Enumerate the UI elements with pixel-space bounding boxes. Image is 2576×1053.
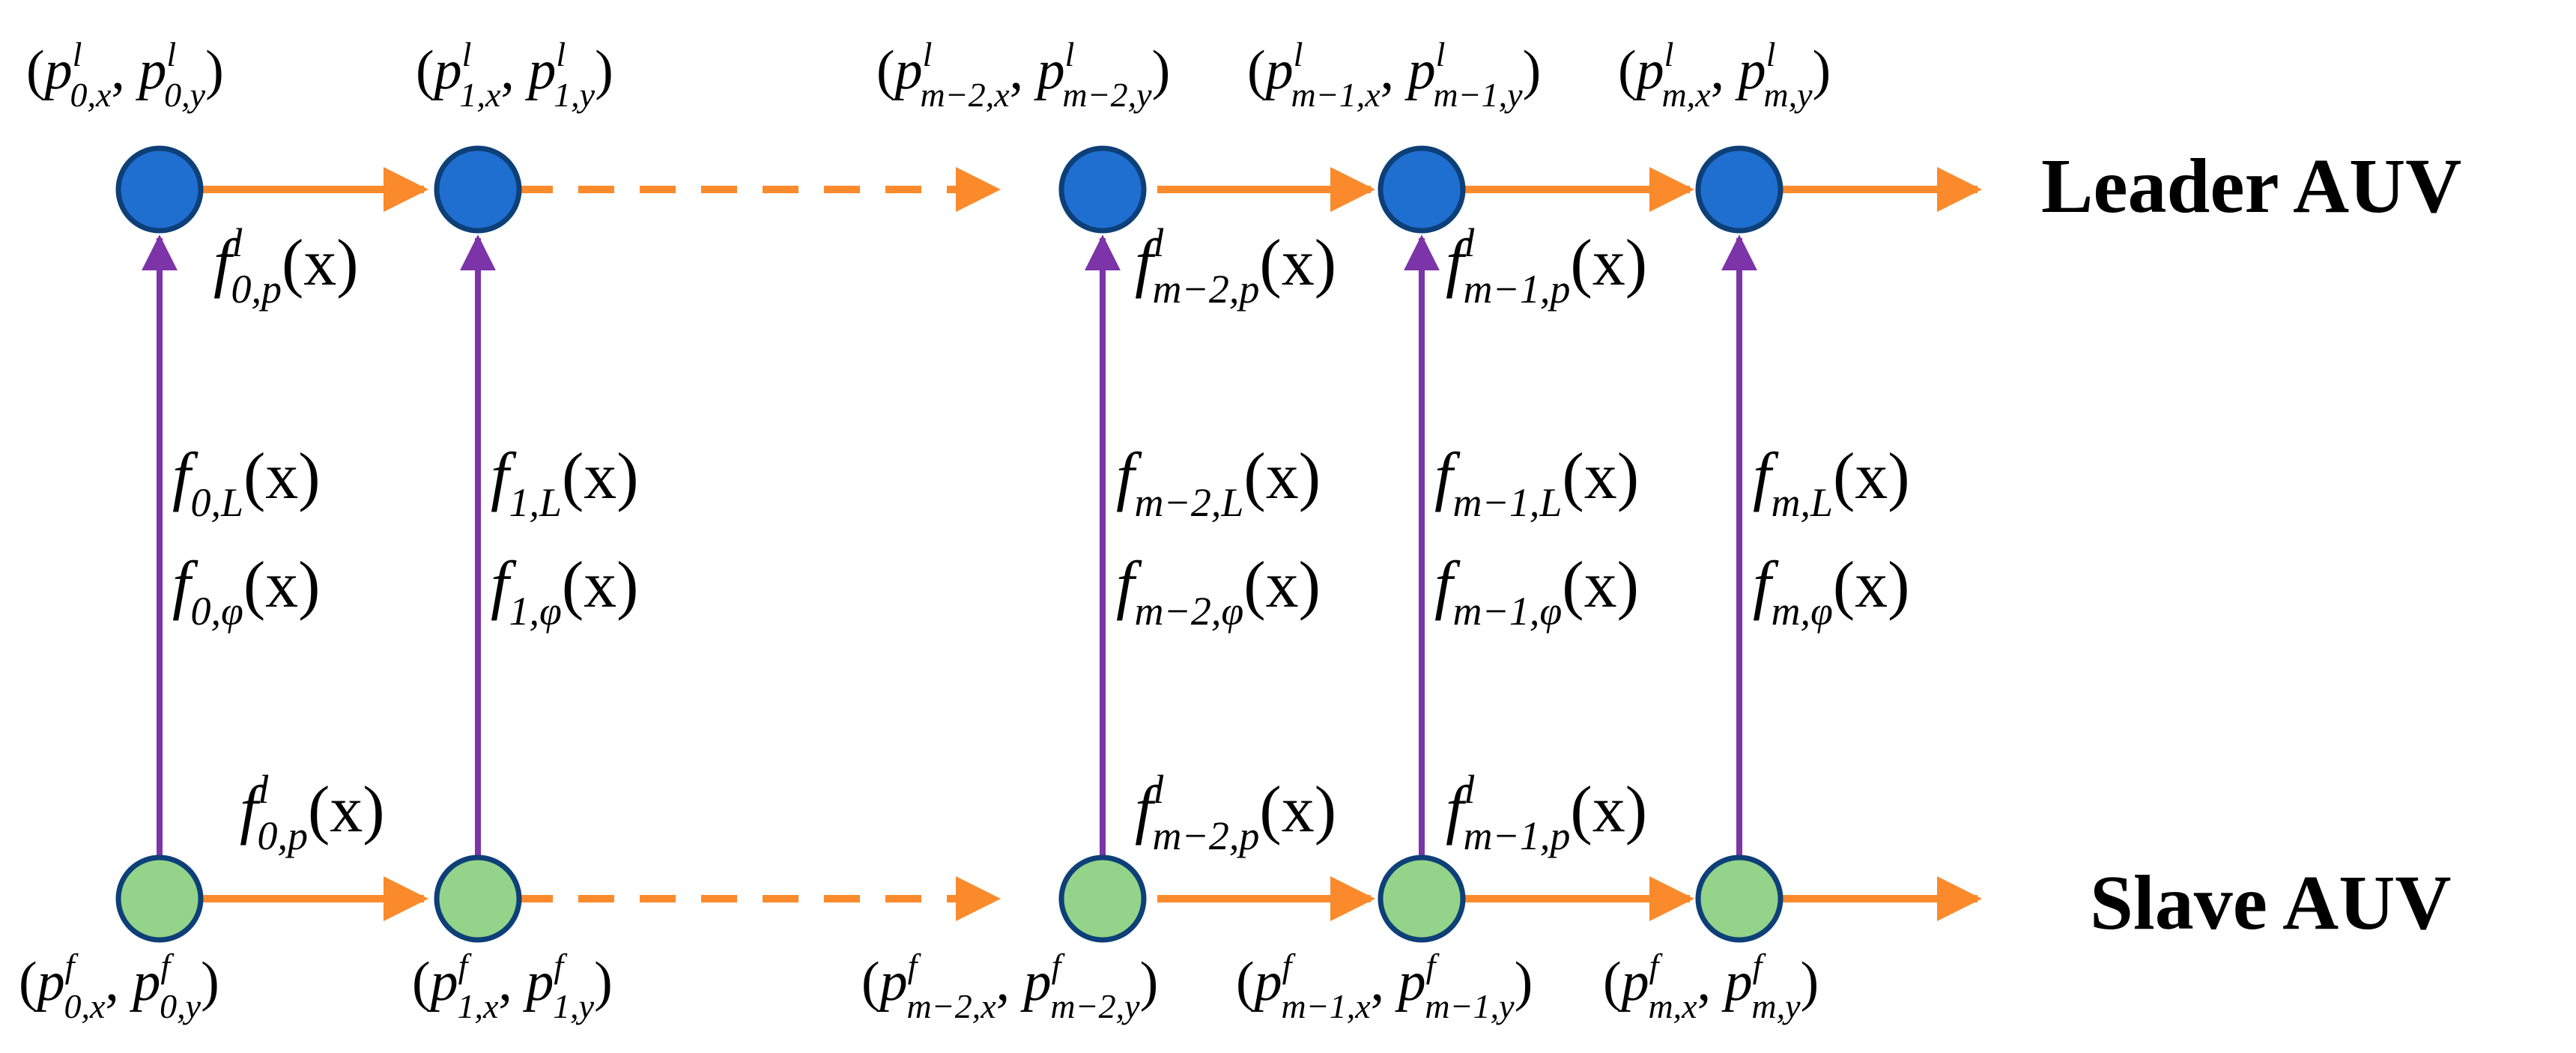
link-fn-L-0: f0,L(x) [172,440,321,525]
link-fn-phi-1: f1,φ(x) [491,549,638,634]
leader-node-1 [434,145,522,234]
leader-node-0 [115,145,204,234]
slave-nodes [115,855,1783,943]
leader-node-m1 [1378,145,1466,234]
slave-node-m2 [1058,855,1147,943]
link-fn-phi-m1: fm−1,φ(x) [1434,549,1639,634]
link-fn-L-m2: fm−2,L(x) [1116,440,1321,525]
slave-node-0 [115,855,204,943]
leader-nodes [115,145,1783,234]
slave-row-label: Slave AUV [2090,860,2451,946]
link-fn-phi-m2: fm−2,φ(x) [1116,549,1321,634]
slave-node-m1 [1378,855,1466,943]
slave-node-m [1695,855,1783,943]
link-fn-phi-0: f0,φ(x) [172,549,320,634]
link-fn-phi-m: fm,φ(x) [1753,549,1909,634]
link-functions: f0,L(x) f0,φ(x) f1,L(x) f1,φ(x) fm−2,L(x… [172,440,1910,634]
link-fn-L-m: fm,L(x) [1753,440,1910,525]
leader-node-m [1695,145,1783,234]
slave-node-1 [434,855,522,943]
leader-node-m2 [1058,145,1147,234]
link-fn-L-1: f1,L(x) [491,440,639,525]
vertical-links [142,234,1757,856]
link-fn-L-m1: fm−1,L(x) [1434,440,1639,525]
leader-row-label: Leader AUV [2041,143,2461,229]
